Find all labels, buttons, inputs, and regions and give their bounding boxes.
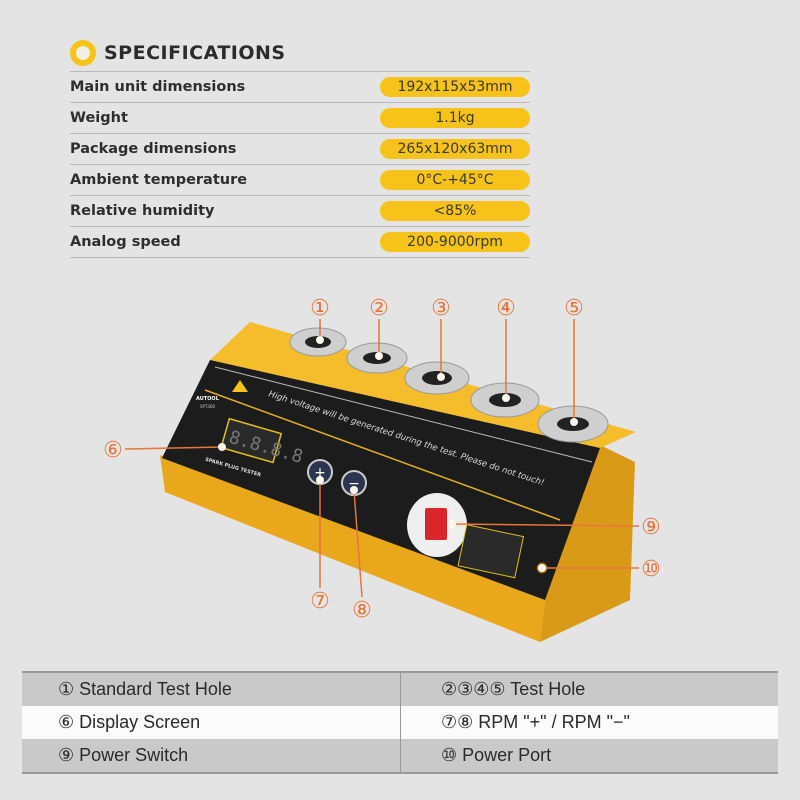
instruction-label xyxy=(457,524,525,579)
svg-text:−: − xyxy=(348,476,360,492)
legend-cell: ⑨ Power Switch xyxy=(58,745,189,765)
legend-row: ① Standard Test Hole ②③④⑤ Test Hole xyxy=(22,673,778,706)
circle-bullet-icon xyxy=(70,40,96,66)
specifications-table: Main unit dimensions 192x115x53mm Weight 1… xyxy=(70,71,530,258)
spec-row: Relative humidity <85% xyxy=(70,196,530,227)
device-front xyxy=(160,455,545,642)
spec-label: Package dimensions xyxy=(70,141,237,157)
brand-logo: AUTOOL xyxy=(196,396,220,402)
callout-7: ⑦ xyxy=(310,589,330,614)
spec-value: 265x120x63mm xyxy=(380,139,530,159)
specifications-title: SPECIFICATIONS xyxy=(104,42,286,64)
spec-row: Package dimensions 265x120x63mm xyxy=(70,134,530,165)
spec-value: 200-9000rpm xyxy=(380,232,530,252)
spec-label: Weight xyxy=(70,110,128,126)
legend-cell: ⑦⑧ RPM "+" / RPM "−" xyxy=(400,706,778,739)
spec-label: Relative humidity xyxy=(70,203,215,219)
spec-value: 192x115x53mm xyxy=(380,77,530,97)
legend-cell: ⑩ Power Port xyxy=(400,739,778,772)
spec-row: Weight 1.1kg xyxy=(70,103,530,134)
spec-row: Main unit dimensions 192x115x53mm xyxy=(70,72,530,103)
spec-value: 1.1kg xyxy=(380,108,530,128)
model-label: SPT360 xyxy=(200,404,215,409)
callout-8: ⑧ xyxy=(352,598,372,623)
svg-text:+: + xyxy=(314,465,326,481)
device-side xyxy=(540,445,635,642)
power-switch xyxy=(425,508,447,540)
spec-label: Ambient temperature xyxy=(70,172,248,188)
spec-value: <85% xyxy=(380,201,530,221)
callout-6: ⑥ xyxy=(103,438,123,463)
callout-1: ① xyxy=(310,296,330,321)
parts-legend-table: ① Standard Test Hole ②③④⑤ Test Hole ⑥ Dis… xyxy=(22,671,778,774)
legend-row: ⑥ Display Screen ⑦⑧ RPM "+" / RPM "−" xyxy=(22,706,778,739)
spec-label: Analog speed xyxy=(70,234,181,250)
specifications-header: SPECIFICATIONS xyxy=(70,40,286,66)
legend-row: ⑨ Power Switch ⑩ Power Port xyxy=(22,739,778,774)
display-screen xyxy=(220,417,283,464)
warning-icon xyxy=(232,380,248,392)
callout-9: ⑨ xyxy=(641,515,661,540)
callout-4: ④ xyxy=(496,296,516,321)
legend-cell: ⑥ Display Screen xyxy=(58,712,201,732)
legend-cell: ① Standard Test Hole xyxy=(58,679,232,699)
spec-row: Ambient temperature 0°C-+45°C xyxy=(70,165,530,196)
legend-cell: ②③④⑤ Test Hole xyxy=(400,673,778,706)
callout-10: ⑩ xyxy=(641,557,661,582)
spec-row: Analog speed 200-9000rpm xyxy=(70,227,530,258)
callout-3: ③ xyxy=(431,296,451,321)
spec-value: 0°C-+45°C xyxy=(380,170,530,190)
callout-2: ② xyxy=(369,296,389,321)
callout-5: ⑤ xyxy=(564,296,584,321)
spark-plug-tester-illustration: AUTOOL SPT360 High voltage will be gener… xyxy=(103,296,661,642)
spec-label: Main unit dimensions xyxy=(70,79,246,95)
